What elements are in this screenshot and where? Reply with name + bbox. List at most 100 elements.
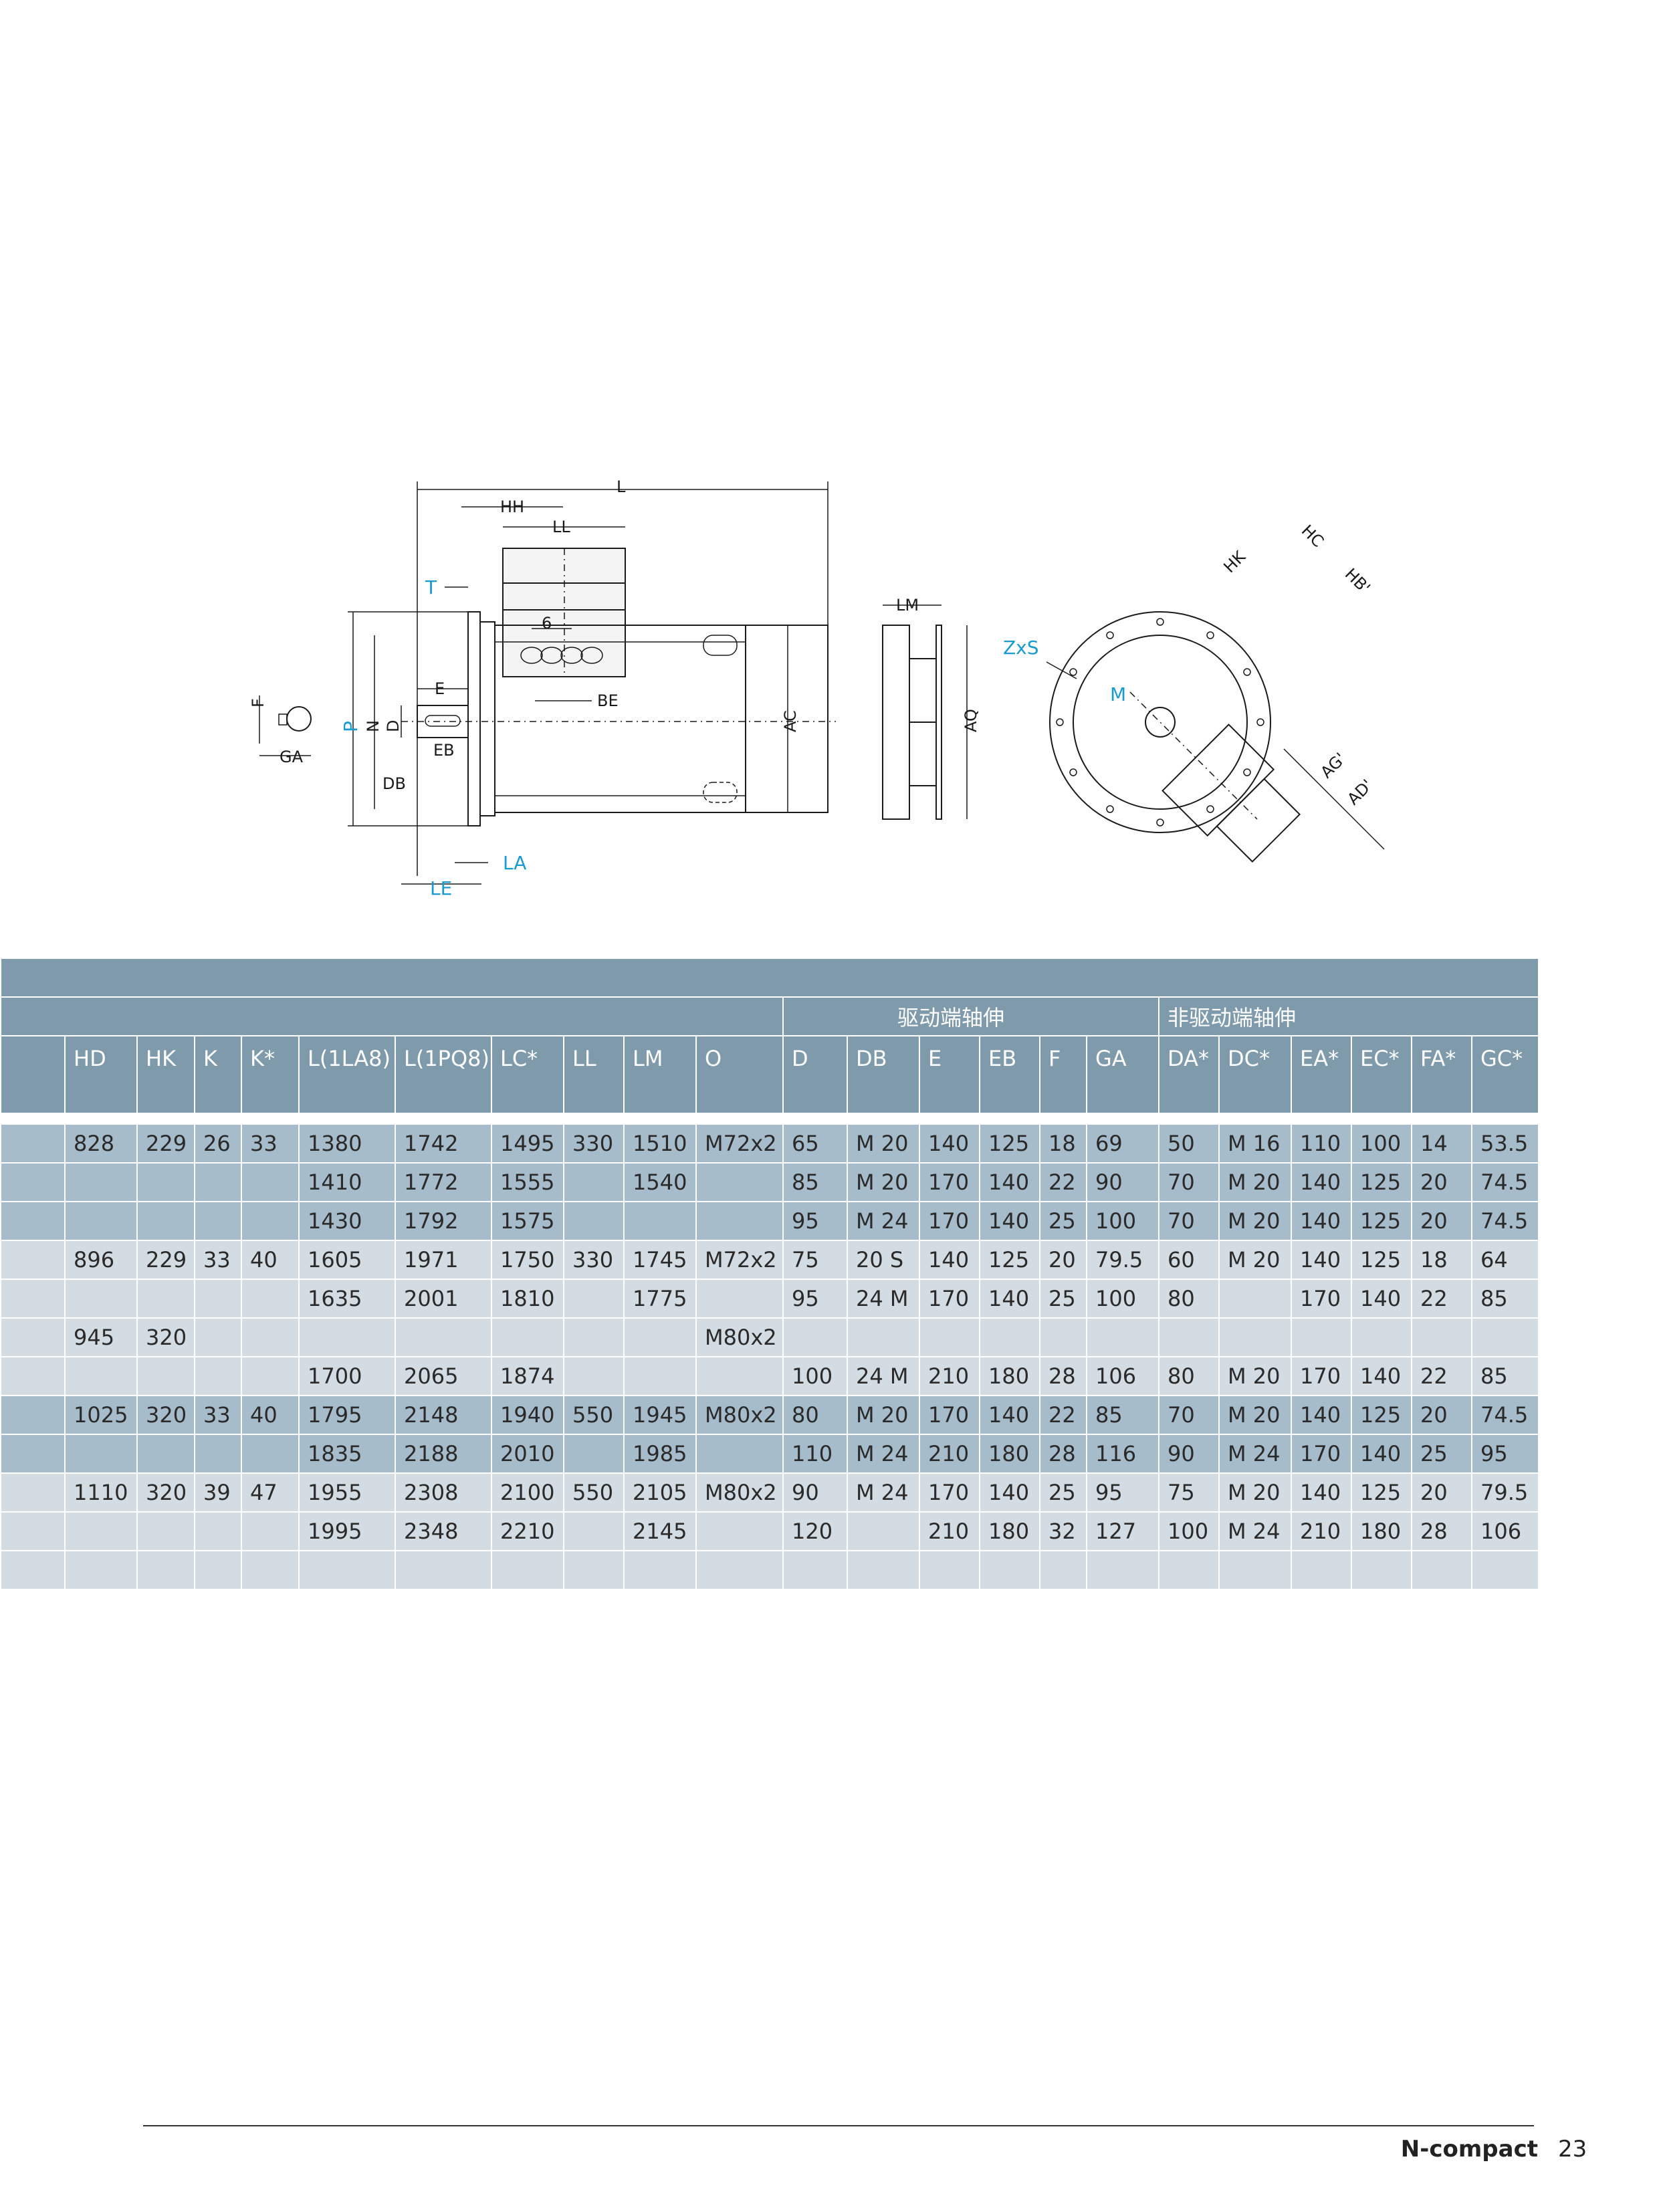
column-header: HD xyxy=(64,1035,138,1114)
side-view: L HH LL 6 BE T xyxy=(249,477,836,899)
table-cell xyxy=(623,1550,697,1590)
table-cell: 210 xyxy=(919,1434,980,1474)
table-cell: 180 xyxy=(1351,1511,1412,1551)
table-cell xyxy=(64,1162,138,1202)
dim-label-D: D xyxy=(384,720,403,732)
table-cell: 170 xyxy=(919,1201,980,1241)
table-cell: 127 xyxy=(1086,1511,1159,1551)
table-cell: 95 xyxy=(1086,1472,1159,1513)
table-cell xyxy=(847,1550,920,1590)
dim-label-EB: EB xyxy=(433,741,455,760)
table-cell xyxy=(563,1511,625,1551)
table-cell: 47 xyxy=(241,1472,300,1513)
key-section xyxy=(286,706,312,732)
table-cell: 20 xyxy=(1411,1162,1472,1202)
table-cell xyxy=(623,1317,697,1357)
table-cell: M 20 xyxy=(1218,1356,1292,1396)
table-cell xyxy=(0,1395,66,1435)
table-cell: 210 xyxy=(919,1356,980,1396)
table-cell: 140 xyxy=(1291,1201,1352,1241)
table-cell xyxy=(298,1317,396,1357)
table-group-header-row: 驱动端轴伸 非驱动端轴伸 xyxy=(0,996,1540,1036)
table-cell: 125 xyxy=(1351,1240,1412,1280)
table-cell: 32 xyxy=(1039,1511,1087,1551)
table-cell: 896 xyxy=(64,1240,138,1280)
table-cell: M 24 xyxy=(847,1472,920,1513)
table-cell: 20 xyxy=(1411,1201,1472,1241)
table-cell: 1835 xyxy=(298,1434,396,1474)
column-header: E xyxy=(919,1035,980,1114)
table-cell xyxy=(1411,1317,1472,1357)
dim-label-P: P xyxy=(340,721,362,732)
dim-label-E: E xyxy=(435,679,445,698)
table-cell xyxy=(563,1434,625,1474)
table-cell: 74.5 xyxy=(1470,1201,1540,1241)
table-cell xyxy=(241,1356,300,1396)
table-cell: 39 xyxy=(194,1472,242,1513)
column-header: DA* xyxy=(1158,1035,1220,1114)
table-cell xyxy=(241,1201,300,1241)
table-cell: 2010 xyxy=(491,1434,564,1474)
column-header: O xyxy=(695,1035,784,1114)
table-cell: M80x2 xyxy=(695,1317,784,1357)
column-header: GA xyxy=(1086,1035,1159,1114)
table-cell xyxy=(1086,1317,1159,1357)
table-cell: 26 xyxy=(194,1123,242,1164)
table-cell xyxy=(241,1162,300,1202)
table-cell: 1995 xyxy=(298,1511,396,1551)
table-cell: 125 xyxy=(1351,1201,1412,1241)
table-cell: 116 xyxy=(1086,1434,1159,1474)
table-cell: 106 xyxy=(1470,1511,1540,1551)
column-header: L(1LA8) xyxy=(298,1035,396,1114)
table-cell xyxy=(563,1279,625,1319)
table-cell xyxy=(695,1162,784,1202)
table-cell: 140 xyxy=(1291,1472,1352,1513)
table-cell xyxy=(194,1317,242,1357)
table-cell xyxy=(194,1201,242,1241)
dim-label-ZxS: ZxS xyxy=(1003,637,1039,659)
table-cell: 100 xyxy=(1086,1201,1159,1241)
table-cell xyxy=(241,1434,300,1474)
dim-label-HB: HB' xyxy=(1341,564,1374,597)
end-flange-view: LM AQ xyxy=(882,596,980,820)
table-cell: 74.5 xyxy=(1470,1162,1540,1202)
table-cell: 1792 xyxy=(395,1201,492,1241)
table-cell: 1430 xyxy=(298,1201,396,1241)
table-cell: 20 S xyxy=(847,1240,920,1280)
table-cell: 74.5 xyxy=(1470,1395,1540,1435)
table-cell: 125 xyxy=(979,1123,1040,1164)
table-cell: 1635 xyxy=(298,1279,396,1319)
table-cell: 85 xyxy=(1470,1356,1540,1396)
table-cell: 180 xyxy=(979,1356,1040,1396)
dim-label-F: F xyxy=(249,698,267,707)
column-header: EA* xyxy=(1291,1035,1352,1114)
flange-outer xyxy=(1049,611,1271,833)
column-header: HK xyxy=(136,1035,195,1114)
table-cell: 1874 xyxy=(491,1356,564,1396)
table-cell: 100 xyxy=(782,1356,848,1396)
table-cell: 85 xyxy=(1470,1279,1540,1319)
column-header: LC* xyxy=(491,1035,564,1114)
table-cell: 2100 xyxy=(491,1472,564,1513)
table-cell xyxy=(1039,1550,1087,1590)
table-cell: 1795 xyxy=(298,1395,396,1435)
table-cell: 1985 xyxy=(623,1434,697,1474)
table-cell xyxy=(979,1317,1040,1357)
table-cell: 79.5 xyxy=(1086,1240,1159,1280)
dim-label-L: L xyxy=(617,477,626,496)
table-cell xyxy=(0,1550,66,1590)
table-cell: 125 xyxy=(1351,1162,1412,1202)
table-cell: 75 xyxy=(1158,1472,1220,1513)
table-cell: 1945 xyxy=(623,1395,697,1435)
table-cell xyxy=(136,1201,195,1241)
table-cell: 2308 xyxy=(395,1472,492,1513)
table-cell: 140 xyxy=(1291,1162,1352,1202)
table-cell xyxy=(1218,1279,1292,1319)
table-cell: 90 xyxy=(1086,1162,1159,1202)
table-cell: 64 xyxy=(1470,1240,1540,1280)
table-cell: 210 xyxy=(1291,1511,1352,1551)
table-cell: 110 xyxy=(782,1434,848,1474)
table-cell: 90 xyxy=(1158,1434,1220,1474)
